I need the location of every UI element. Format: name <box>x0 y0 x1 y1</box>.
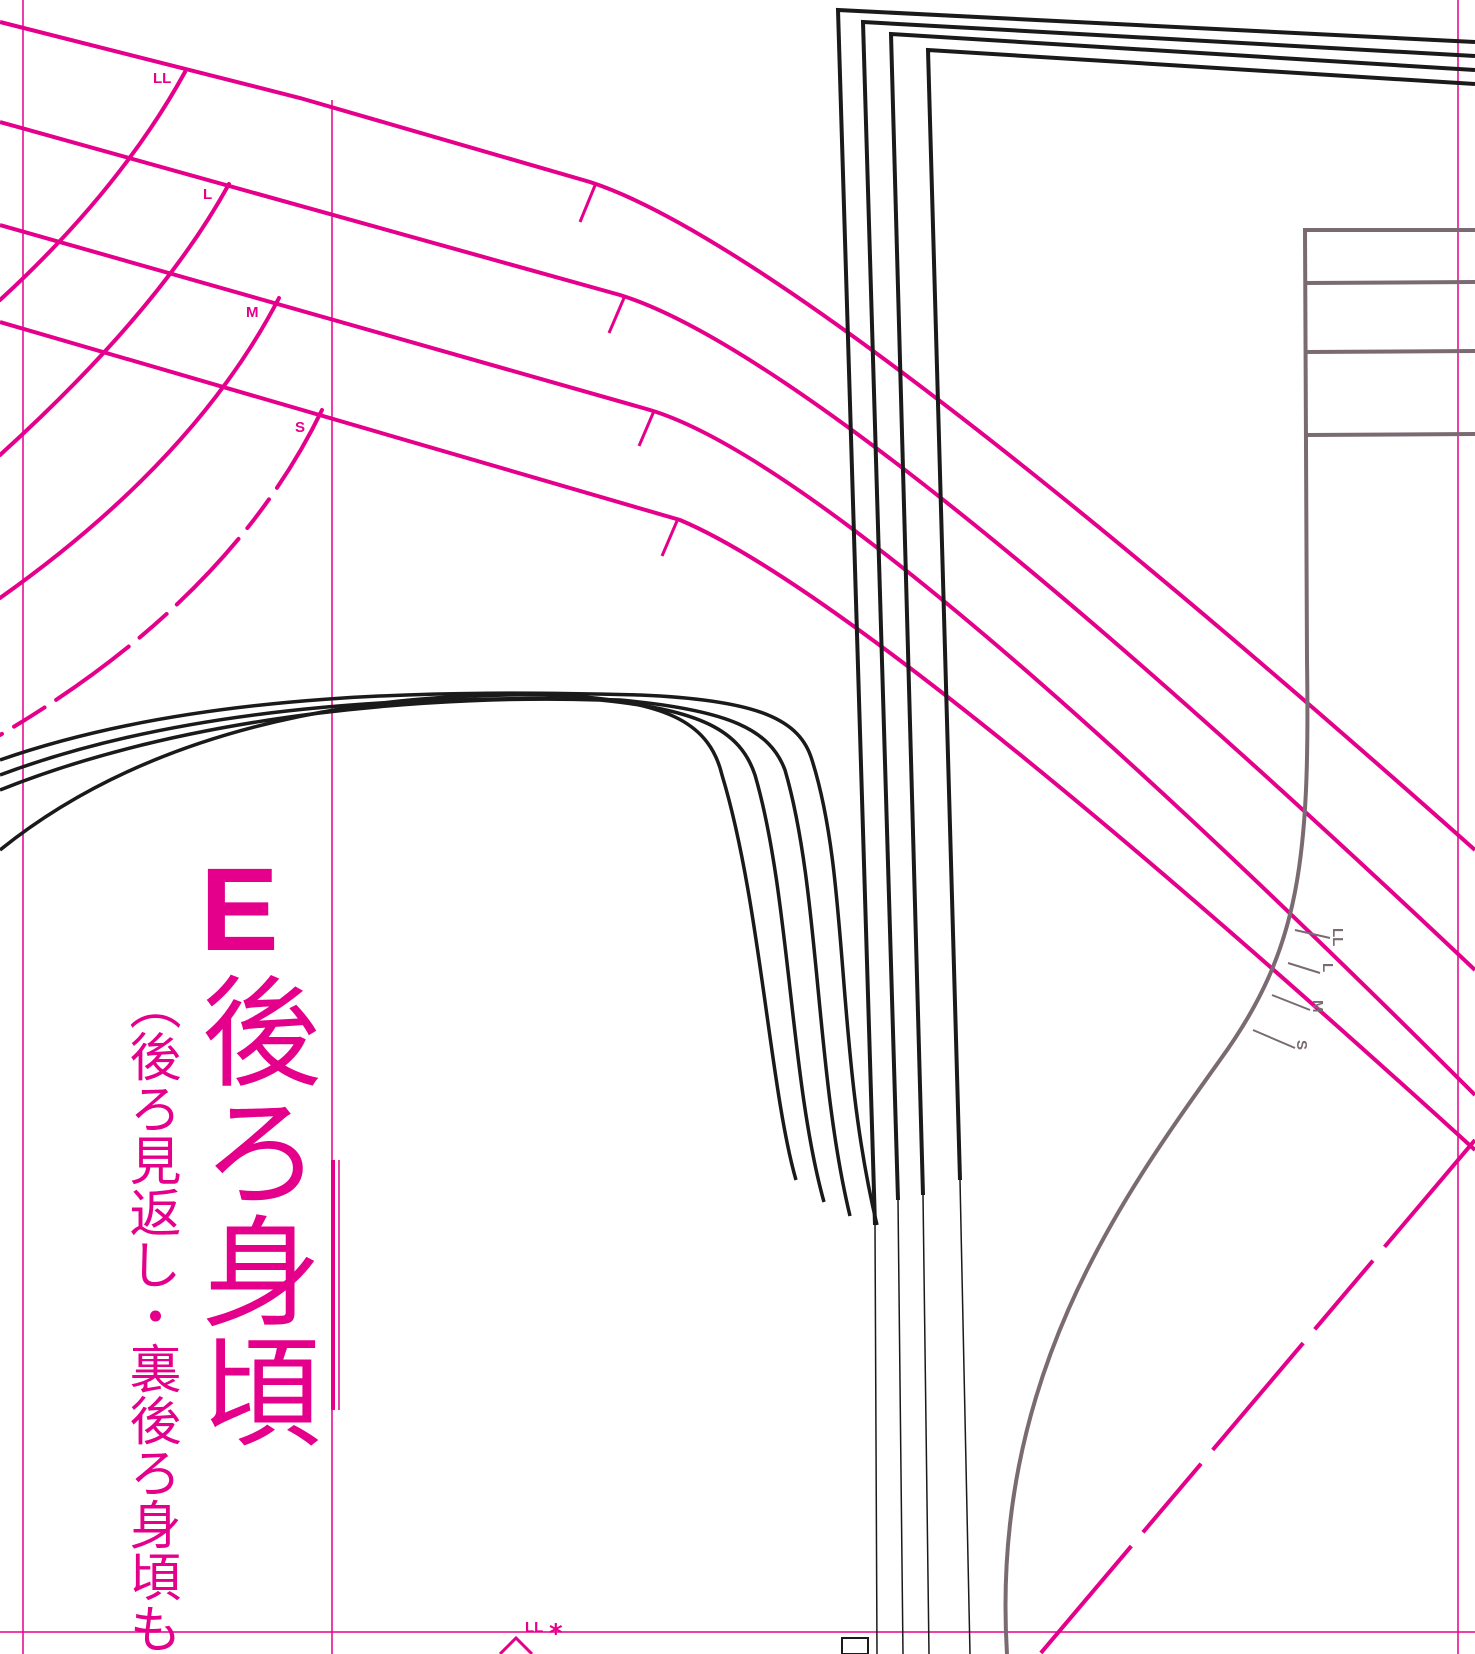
shoulder-lines <box>0 20 1475 1152</box>
center-back-extension <box>874 1224 878 1654</box>
facing-outline-2 <box>0 696 852 1217</box>
armhole-size-tick <box>1294 929 1331 939</box>
armhole-line <box>1304 280 1475 285</box>
sleeve-size-label-ll: LL <box>1329 928 1346 946</box>
facing-outline-1 <box>0 691 879 1226</box>
title-rule <box>331 1160 340 1410</box>
notch-mark <box>637 410 656 447</box>
facing-outline-4 <box>0 693 798 1181</box>
notch-mark <box>578 182 598 223</box>
center-back-lines <box>835 7 1475 1654</box>
center-back-line-3 <box>888 31 1475 1196</box>
center-back-line-4 <box>925 47 1475 1181</box>
center-back-line-1 <box>835 7 1475 1226</box>
armhole-piece <box>1003 228 1475 1654</box>
title-letter: E <box>200 844 279 976</box>
sleeve-size-labels: LL L M S <box>1293 928 1346 1050</box>
shoulder-line-ll <box>0 20 1475 852</box>
arc-size-label-s: S <box>295 419 305 436</box>
neckline-arc-m <box>0 296 281 600</box>
shoulder-line-s <box>0 320 1475 1152</box>
bottom-marker-symbol: * <box>549 1619 563 1649</box>
sleeve-size-label-l: L <box>1319 963 1336 972</box>
center-back-extension <box>959 1179 971 1654</box>
title-sub: （後ろ見返し・裏後ろ身頃も <box>120 978 180 1654</box>
armhole-size-ticks <box>1252 929 1331 1049</box>
sleeve-size-label-s: S <box>1293 1040 1310 1050</box>
bottom-marker-label: LL <box>525 1619 543 1636</box>
notch-marks <box>578 182 679 557</box>
facing-outline-3 <box>0 697 826 1203</box>
armhole-size-tick <box>1287 962 1321 974</box>
arc-size-labels: LL L M S <box>153 70 305 436</box>
arc-size-label-l: L <box>203 186 212 203</box>
armhole-line <box>1304 349 1475 354</box>
notch-mark <box>607 297 626 334</box>
neckline-arc-ll <box>0 70 187 302</box>
facing-outlines <box>0 691 879 1226</box>
title-main: 後ろ身頃 <box>181 970 320 1450</box>
neckline-arc-s <box>0 408 324 737</box>
armhole-line <box>1305 432 1475 437</box>
arc-size-label-m: M <box>246 304 259 321</box>
bottom-marker-arrow <box>498 1635 534 1654</box>
grain-marker-box <box>841 1637 869 1654</box>
armhole-size-tick <box>1252 1029 1296 1049</box>
armhole-size-tick <box>1271 994 1311 1011</box>
center-back-line-2 <box>860 19 1475 1201</box>
side-seam-line <box>1038 1138 1475 1654</box>
neckline-arcs <box>0 70 324 737</box>
neckline-arc-l <box>0 182 231 457</box>
center-back-extension <box>922 1194 930 1654</box>
arc-size-label-ll: LL <box>153 70 171 87</box>
notch-mark <box>660 520 679 557</box>
center-back-extension <box>897 1199 904 1654</box>
sleeve-size-label-m: M <box>1309 1000 1326 1013</box>
armhole-outline <box>1003 228 1475 1654</box>
shoulder-line-l <box>0 120 1475 972</box>
